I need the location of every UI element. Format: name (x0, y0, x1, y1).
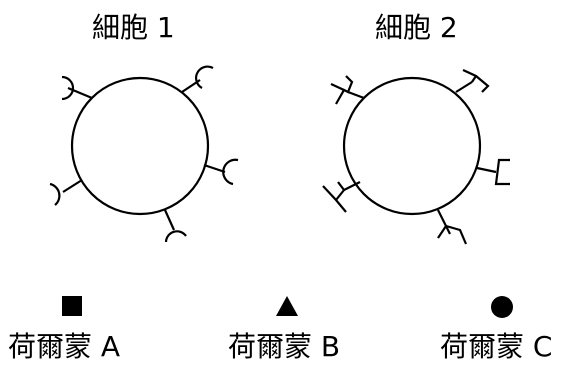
cell-1-receptor-bottom-left (49, 179, 83, 206)
hormone-b-triangle-icon (276, 296, 298, 316)
hormone-a-square-icon (62, 296, 82, 316)
cell-1-receptor-top-left (61, 75, 93, 101)
cell-2-title: 細胞 2 (375, 11, 458, 44)
cell-1-title: 細胞 1 (92, 11, 175, 44)
cell-1-receptor-right (203, 158, 239, 186)
cell-2-receptor-top-left (330, 75, 365, 105)
hormone-a-label: 荷爾蒙 A (8, 330, 121, 363)
cell-2 (322, 69, 510, 245)
cell-1-receptor-bottom (163, 209, 187, 243)
cell-2-receptor-top-right (455, 69, 490, 93)
cell-1-receptor-top-right (181, 65, 214, 93)
cell-2-receptor-bottom (437, 209, 468, 245)
cell-2-receptor-right (476, 158, 510, 186)
cell-2-membrane (342, 76, 482, 216)
cell-1 (49, 65, 239, 243)
cell-1-membrane (70, 76, 210, 216)
cell-2-receptor-bottom-left (322, 181, 361, 213)
hormone-c-label: 荷爾蒙 C (440, 330, 553, 363)
hormone-b-label: 荷爾蒙 B (228, 330, 341, 363)
hormone-c-circle-icon (491, 296, 513, 318)
